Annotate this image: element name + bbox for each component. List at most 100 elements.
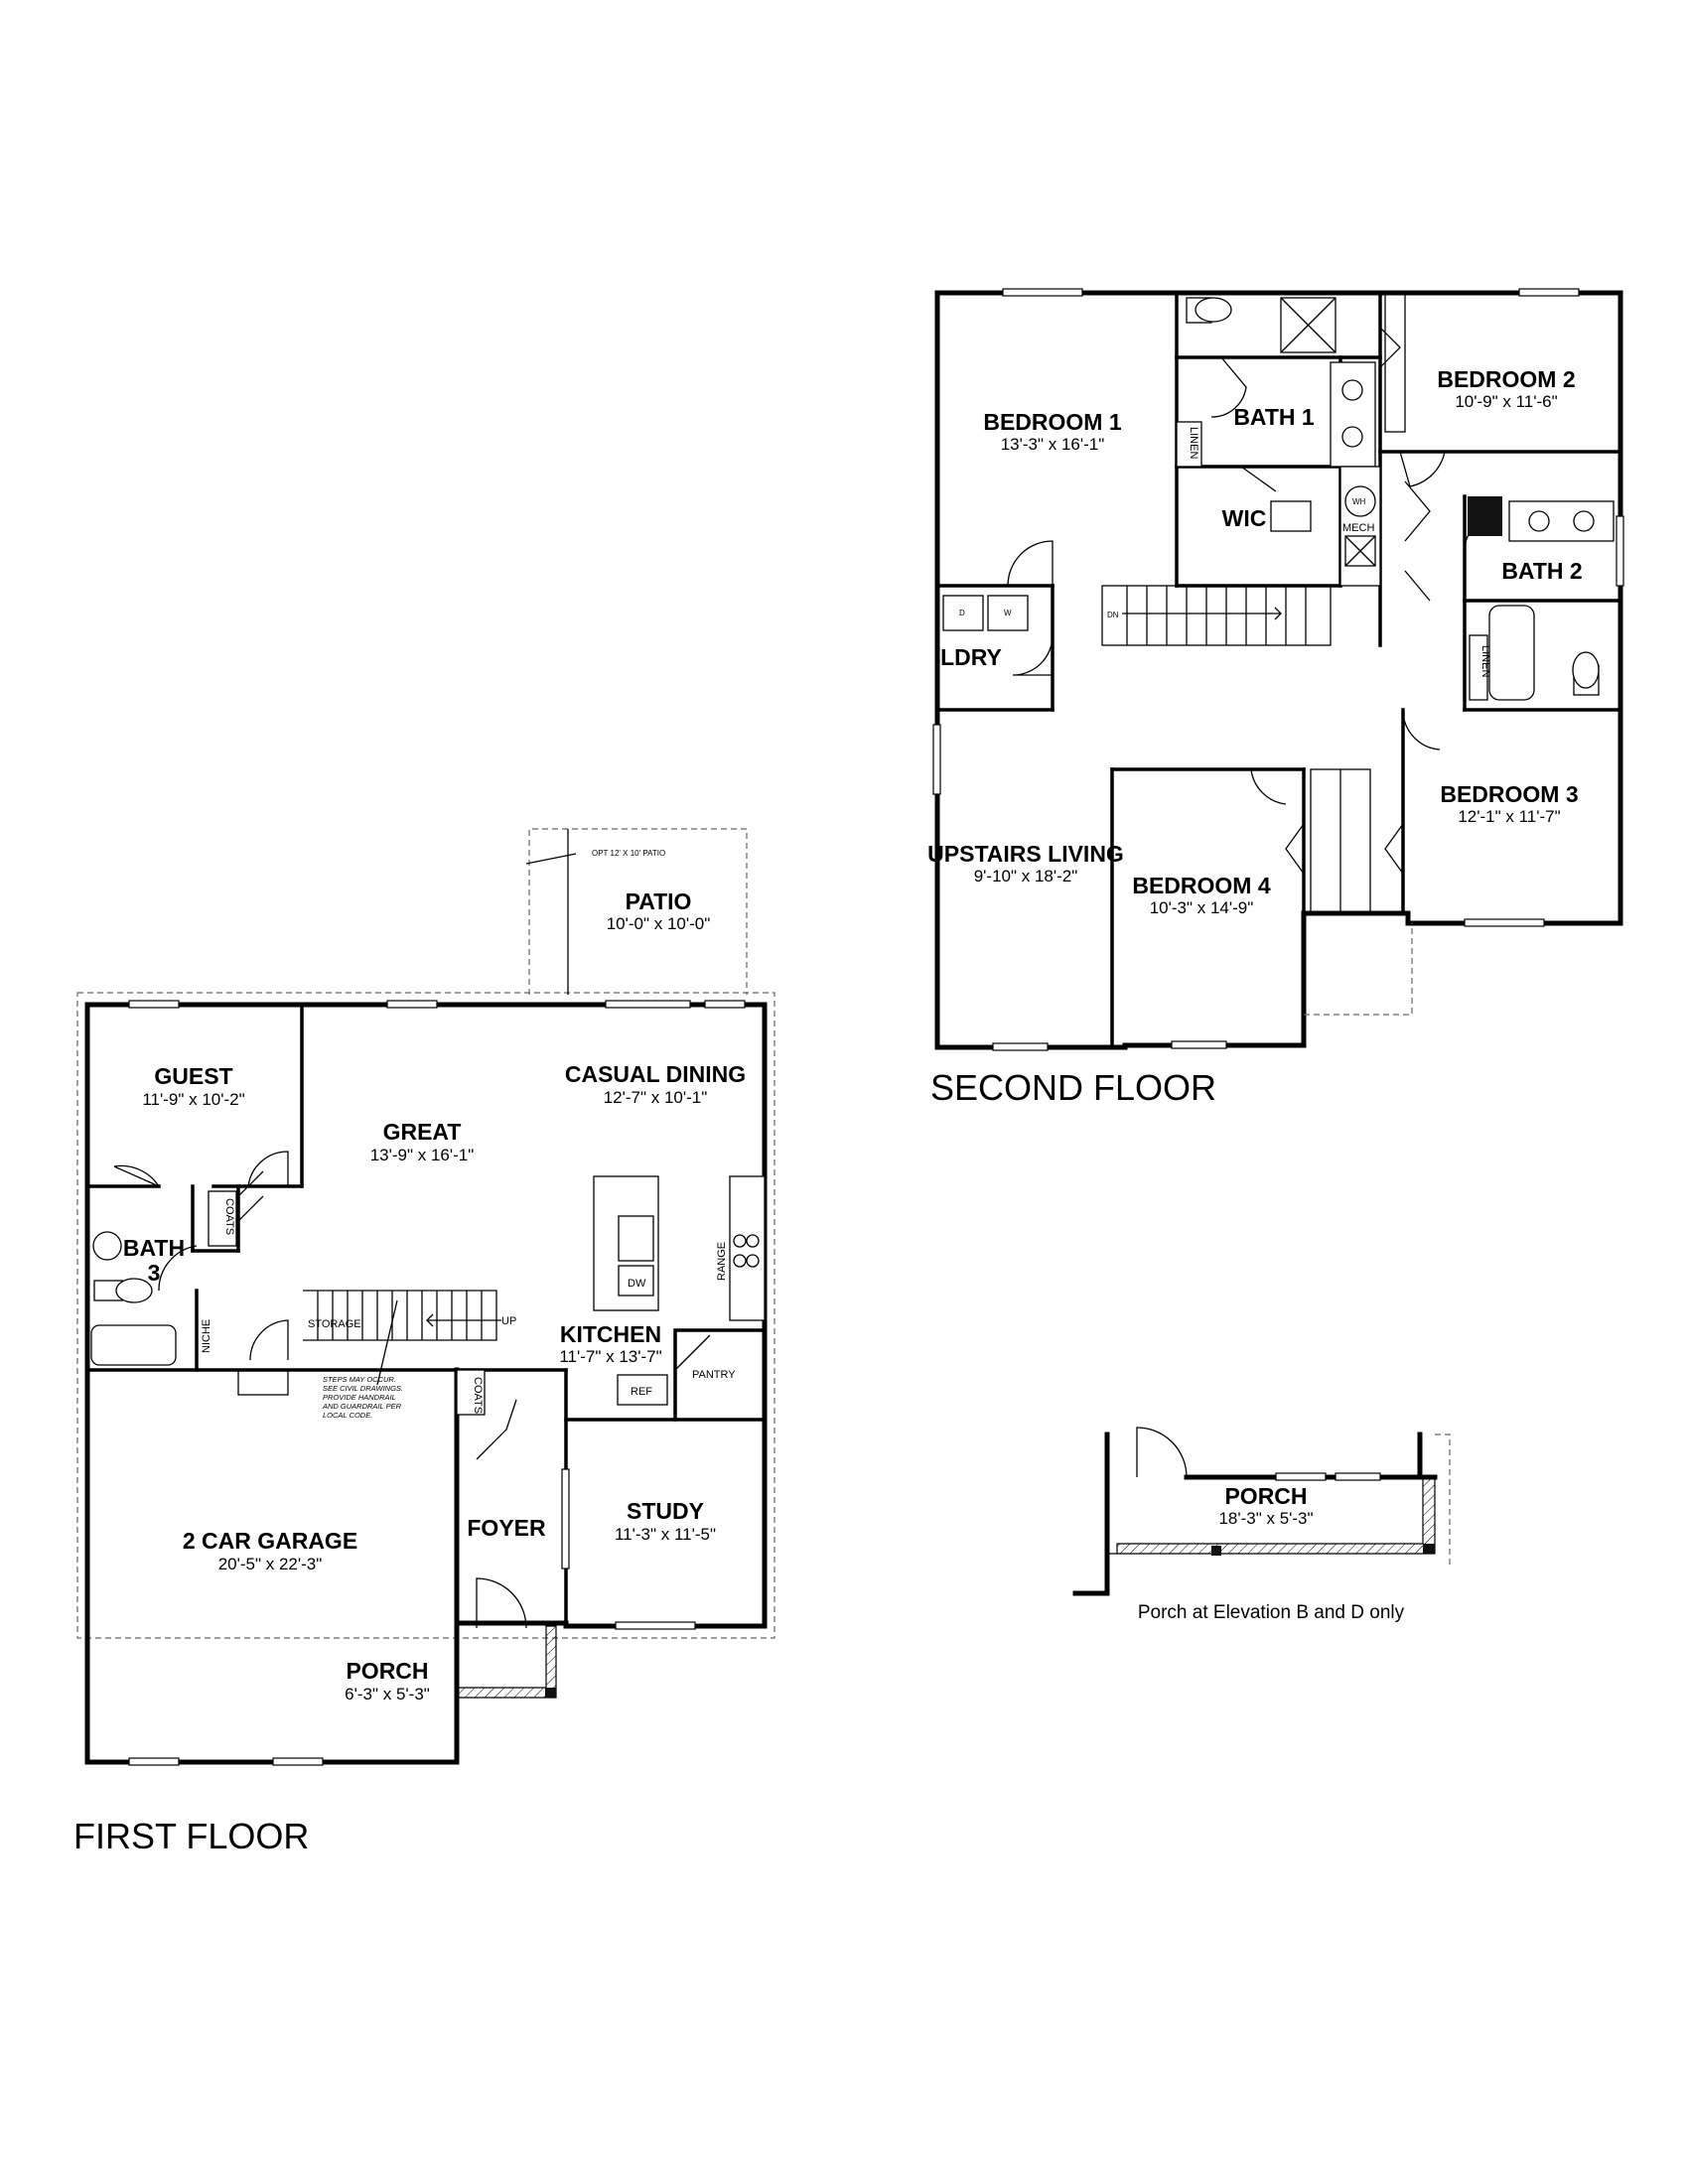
porch-column — [545, 1688, 556, 1698]
room-dims-guest: 11'-9" x 10'-2" — [142, 1090, 244, 1109]
porch-hatch — [456, 1625, 557, 1699]
stair-outline — [303, 1290, 497, 1341]
range-counter — [729, 1175, 766, 1321]
closet-bifold — [1285, 823, 1305, 875]
sink-icon — [1341, 379, 1363, 401]
bathtub-icon — [90, 1324, 177, 1366]
storage-leader — [376, 1299, 398, 1386]
closet-bifold — [1379, 327, 1401, 368]
garage-step — [237, 1369, 289, 1396]
window — [1335, 1472, 1381, 1481]
room-name-guest: GUEST — [154, 1063, 232, 1089]
window — [1002, 288, 1083, 297]
vanity — [1508, 500, 1615, 542]
vanity — [1330, 361, 1376, 468]
room-name-bath2: BATH 2 — [1501, 558, 1582, 584]
coats-label: COATS — [223, 1198, 235, 1235]
guest-door — [113, 1164, 160, 1187]
washer-label: W — [1004, 609, 1012, 617]
stair-outline — [1101, 585, 1332, 646]
closet — [1384, 292, 1406, 433]
porch-option-hatch — [1107, 1476, 1436, 1555]
first-floor-plan — [76, 828, 775, 1766]
second-floor-labels: BEDROOM 1 13'-3" x 16'-1" BATH 1 BEDROOM… — [927, 366, 1583, 1108]
room-dims-bedroom4: 10'-3" x 14'-9" — [1150, 898, 1254, 917]
window — [704, 1000, 746, 1009]
coats-label: COATS — [472, 1377, 484, 1414]
room-name-upstairs-living: UPSTAIRS LIVING — [927, 841, 1124, 867]
window — [615, 1621, 696, 1630]
linen-closet — [1469, 634, 1488, 701]
water-heater-icon — [1344, 485, 1376, 517]
hall-bifold — [1404, 480, 1431, 602]
room-name-study: STUDY — [627, 1498, 704, 1524]
toilet-icon — [1195, 297, 1232, 323]
toilet-icon — [1572, 651, 1600, 689]
room-dims-bedroom2: 10'-9" x 11'-6" — [1455, 392, 1557, 411]
room-dims-kitchen: 11'-7" x 13'-7" — [559, 1347, 661, 1366]
room-name-great: GREAT — [383, 1119, 462, 1145]
bedroom1-door — [1007, 540, 1054, 587]
linen-label: LINEN — [1479, 645, 1491, 677]
room-dims-garage: 20'-5" x 22'-3" — [218, 1555, 323, 1573]
door-swing — [247, 1151, 289, 1187]
sink-icon — [1573, 510, 1595, 532]
bath-door — [158, 1245, 198, 1292]
foyer-coats-closet — [456, 1369, 486, 1416]
pantry-wall — [673, 1328, 767, 1422]
porch-option-door — [1136, 1427, 1188, 1478]
room-dims-bedroom1: 13'-3" x 16'-1" — [1001, 435, 1105, 454]
garage-exterior-wall — [84, 1002, 460, 1765]
window — [992, 1042, 1049, 1051]
room-name-bath3-line2: 3 — [148, 1260, 161, 1286]
pantry-door — [674, 1334, 711, 1371]
window — [932, 724, 941, 795]
porch-column — [1423, 1544, 1435, 1554]
optional-patio-outline — [528, 828, 748, 995]
upper-stairs — [1101, 585, 1332, 646]
steps-note-line: PROVIDE HANDRAIL — [323, 1393, 396, 1402]
ref-label: REF — [631, 1386, 652, 1398]
laundry-door — [1012, 634, 1054, 676]
room-dims-study: 11'-3" x 11'-5" — [615, 1525, 716, 1544]
steps-note-line: SEE CIVIL DRAWINGS. — [323, 1384, 403, 1393]
first-floor-title: FIRST FLOOR — [73, 1816, 309, 1856]
window — [272, 1757, 324, 1766]
range-label: RANGE — [716, 1242, 728, 1281]
roof-dash-outline — [1304, 923, 1413, 1016]
burner-icon — [746, 1254, 760, 1268]
opt-patio-note: OPT 12' X 10' PATIO — [592, 849, 665, 858]
coats-closet — [208, 1190, 237, 1247]
room-dims-porch: 6'-3" x 5'-3" — [345, 1685, 430, 1704]
window — [386, 1000, 438, 1009]
steps-note: STEPS MAY OCCUR. SEE CIVIL DRAWINGS. PRO… — [322, 1375, 403, 1420]
closet-bifold — [1384, 823, 1404, 875]
window — [1616, 515, 1624, 587]
window — [561, 1468, 570, 1570]
burner-icon — [733, 1254, 747, 1268]
porch-option-wall — [1072, 1432, 1110, 1596]
second-floor-plan — [932, 288, 1624, 1051]
patio-leader — [525, 853, 577, 865]
burner-icon — [746, 1234, 760, 1248]
washer-icon — [987, 595, 1029, 631]
porch-option-plan — [1072, 1427, 1451, 1596]
window — [128, 1757, 180, 1766]
room-name-kitchen: KITCHEN — [560, 1321, 661, 1347]
linen-label: LINEN — [1188, 427, 1199, 459]
room-dims-great: 13'-9" x 16'-1" — [370, 1146, 475, 1164]
stairs — [303, 1290, 501, 1341]
bath1-door — [1210, 356, 1247, 418]
bedroom2-door — [1399, 451, 1446, 487]
room-dims-patio: 10'-0" x 10'-0" — [607, 914, 711, 933]
room-name-bedroom3: BEDROOM 3 — [1440, 781, 1578, 807]
porch-column — [1211, 1546, 1221, 1556]
room-name-bedroom4: BEDROOM 4 — [1132, 873, 1271, 898]
window — [1518, 288, 1580, 297]
wic-shelf — [1270, 500, 1312, 532]
porch-option-caption: Porch at Elevation B and D only — [1138, 1602, 1405, 1623]
foyer-closet-door — [476, 1399, 517, 1460]
sink-icon — [1528, 510, 1550, 532]
room-name-patio: PATIO — [626, 888, 692, 914]
